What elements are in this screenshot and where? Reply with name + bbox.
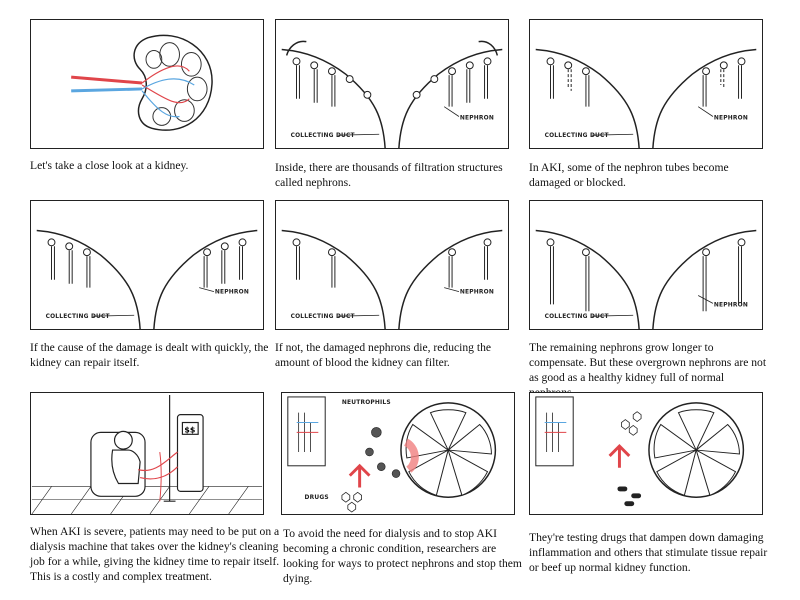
- machine-label: $$: [184, 425, 195, 434]
- kidney-illustration: [71, 34, 213, 131]
- caption-4: If the cause of the damage is dealt with…: [30, 341, 269, 369]
- caption-7: When AKI is severe, patients may need to…: [30, 525, 280, 583]
- panel-protect: NEUTROPHILS DRUGS: [281, 392, 515, 515]
- duct-label: COLLECTING DUCT: [291, 314, 355, 320]
- duct-label: COLLECTING DUCT: [545, 133, 609, 139]
- caption-8: To avoid the need for dialysis and to st…: [283, 527, 522, 585]
- nephron-label: NEPHRON: [215, 290, 249, 296]
- panel-aki-damage: NEPHRON COLLECTING DUCT: [529, 19, 763, 149]
- panel-kidney: [30, 19, 264, 149]
- duct-label: COLLECTING DUCT: [291, 133, 355, 139]
- nephron-label: NEPHRON: [714, 115, 748, 121]
- caption-1: Let's take a close look at a kidney.: [30, 159, 189, 172]
- duct-label: COLLECTING DUCT: [545, 314, 609, 320]
- panel-nephrons: NEPHRON COLLECTING DUCT: [275, 19, 509, 149]
- panel-nephrons-die: NEPHRON COLLECTING DUCT: [275, 200, 509, 330]
- caption-9: They're testing drugs that dampen down d…: [529, 531, 768, 574]
- dialysis-illustration: $$: [31, 394, 263, 514]
- panel-dialysis: $$: [30, 392, 264, 515]
- duct-label: COLLECTING DUCT: [46, 314, 110, 320]
- drug-testing-illustration: [535, 396, 745, 507]
- repair-illustration: NEPHRON COLLECTING DUCT: [36, 229, 258, 329]
- damaged-nephron-illustration: NEPHRON COLLECTING DUCT: [535, 48, 757, 148]
- panel-repair: NEPHRON COLLECTING DUCT: [30, 200, 264, 330]
- panel-testing-drugs: [529, 392, 763, 515]
- nephron-label: NEPHRON: [460, 115, 494, 121]
- caption-2: Inside, there are thousands of filtratio…: [275, 161, 503, 189]
- nephron-label: NEPHRON: [714, 302, 748, 308]
- drugs-label: DRUGS: [305, 495, 329, 501]
- nephron-tree-illustration: NEPHRON COLLECTING DUCT: [281, 40, 503, 148]
- caption-3: In AKI, some of the nephron tubes become…: [529, 161, 729, 189]
- caption-6: The remaining nephrons grow longer to co…: [529, 341, 767, 399]
- neutrophils-drugs-illustration: NEUTROPHILS DRUGS: [287, 396, 497, 513]
- caption-5: If not, the damaged nephrons die, reduci…: [275, 341, 492, 369]
- nephron-label: NEPHRON: [460, 290, 494, 296]
- neutrophils-label: NEUTROPHILS: [342, 400, 391, 406]
- dead-nephron-illustration: NEPHRON COLLECTING DUCT: [281, 229, 503, 329]
- overgrown-nephron-illustration: NEPHRON COLLECTING DUCT: [535, 229, 757, 329]
- panel-compensate: NEPHRON COLLECTING DUCT: [529, 200, 763, 330]
